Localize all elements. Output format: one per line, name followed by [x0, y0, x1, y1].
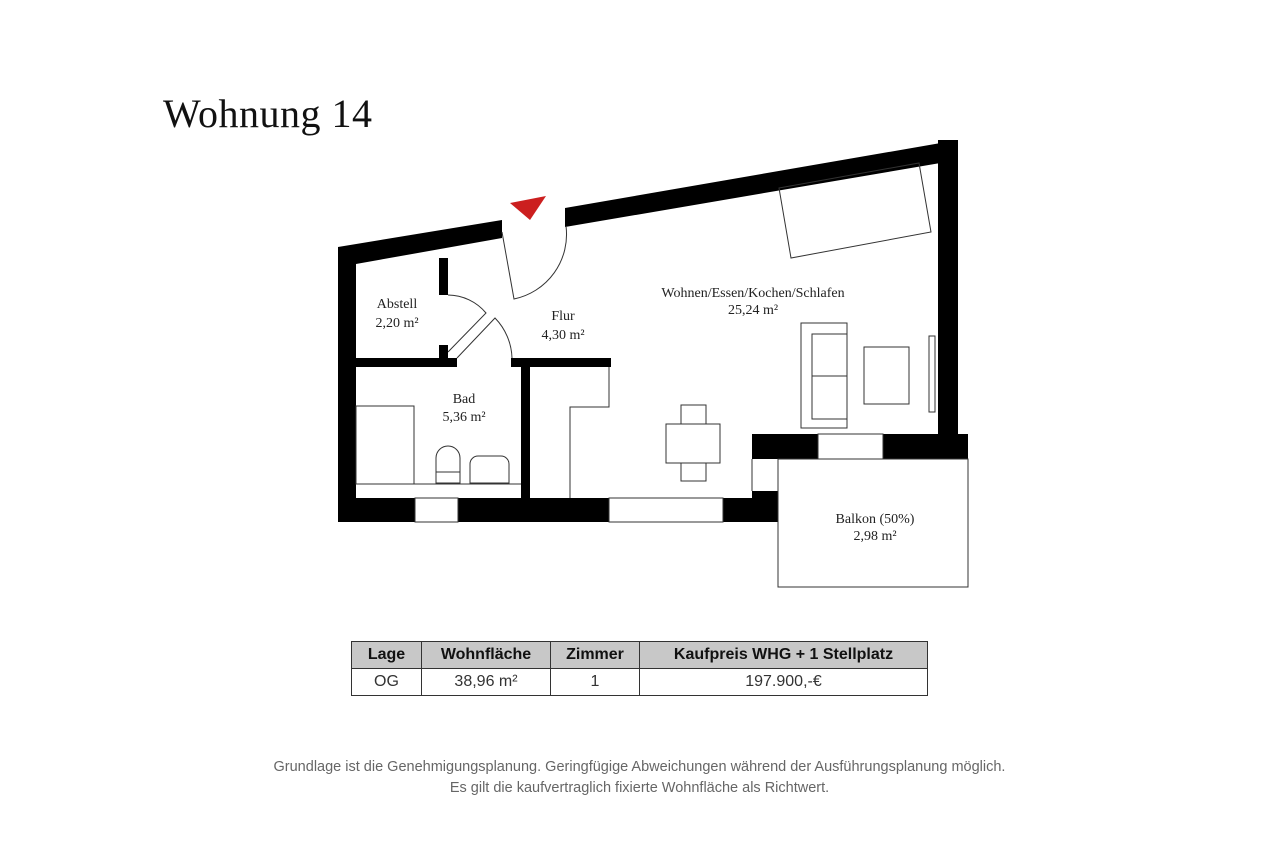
cell-wohnflaeche: 38,96 m²	[421, 668, 551, 696]
table-row: OG 38,96 m² 1 197.900,-€	[351, 668, 928, 696]
cell-kaufpreis: 197.900,-€	[639, 668, 928, 696]
walls	[338, 140, 968, 522]
sink	[469, 455, 510, 484]
header-kaufpreis: Kaufpreis WHG + 1 Stellplatz	[639, 641, 928, 669]
footer-note-1: Grundlage ist die Genehmigungsplanung. G…	[273, 759, 1006, 775]
table-header-row: Lage Wohnfläche Zimmer Kaufpreis WHG + 1…	[351, 641, 928, 669]
room-bad-name: Bad	[453, 392, 476, 407]
room-flur-area: 4,30 m²	[541, 328, 584, 343]
room-wohnen-name: Wohnen/Essen/Kochen/Schlafen	[661, 286, 844, 301]
room-flur-name: Flur	[551, 309, 575, 324]
cell-lage: OG	[351, 668, 422, 696]
room-abstell-name: Abstell	[377, 297, 418, 312]
fixtures	[355, 162, 969, 588]
bed	[778, 162, 932, 259]
balcony-outline	[777, 458, 969, 588]
bad-door-swing	[456, 317, 513, 359]
shower	[355, 405, 415, 485]
footer-note-2: Es gilt die kaufvertraglich fixierte Woh…	[449, 780, 830, 796]
tv-board	[928, 335, 936, 413]
room-wohnen-area: 25,24 m²	[728, 303, 778, 318]
dining-table	[665, 423, 721, 464]
room-bad-area: 5,36 m²	[442, 410, 485, 425]
page-title: Wohnung 14	[163, 91, 373, 136]
kitchen-counter	[569, 367, 610, 498]
coffee-table	[863, 346, 910, 405]
entrance-door-swing	[501, 225, 568, 300]
header-zimmer: Zimmer	[550, 641, 640, 669]
room-balkon-area: 2,98 m²	[853, 529, 896, 544]
entrance-marker-icon	[510, 196, 546, 220]
cell-zimmer: 1	[550, 668, 640, 696]
room-abstell-area: 2,20 m²	[375, 316, 418, 331]
header-lage: Lage	[351, 641, 422, 669]
abstell-door-swing	[447, 294, 487, 353]
room-balkon-name: Balkon (50%)	[836, 512, 915, 527]
toilet	[435, 445, 461, 484]
apartment-info-table: Lage Wohnfläche Zimmer Kaufpreis WHG + 1…	[351, 641, 928, 696]
header-wohnflaeche: Wohnfläche	[421, 641, 551, 669]
